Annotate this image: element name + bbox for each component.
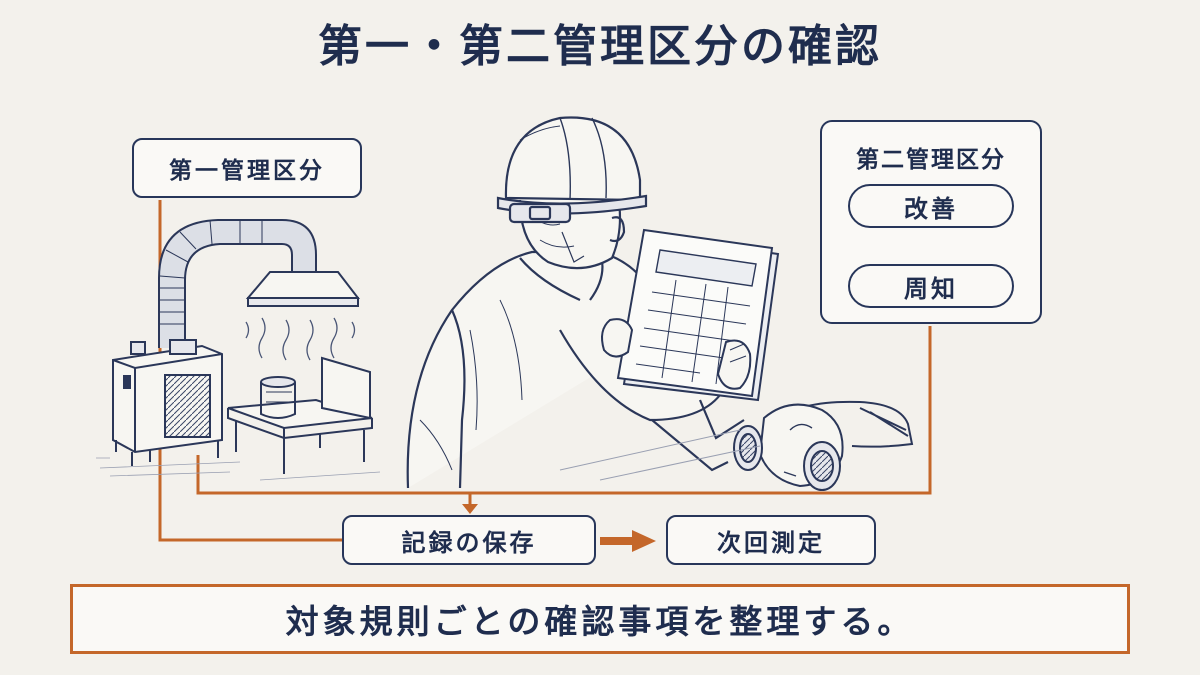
class1-label: 第一管理区分 (169, 158, 325, 184)
arrow-down-record-head (462, 504, 478, 514)
record-keeping-label: 記録の保存 (401, 528, 537, 557)
record-keeping-box: 記録の保存 (342, 515, 596, 565)
next-measurement-box: 次回測定 (666, 515, 876, 565)
step-notify: 周知 (848, 264, 1014, 308)
connector-class2-to-record (470, 326, 932, 495)
arrow-record-to-next (600, 530, 656, 552)
class1-box: 第一管理区分 (132, 138, 362, 198)
next-measurement-label: 次回測定 (717, 528, 825, 557)
summary-banner: 対象規則ごとの確認事項を整理する。 (70, 584, 1130, 654)
worker-helmet-icon (406, 116, 745, 489)
summary-banner-text: 対象規則ごとの確認事項を整理する。 (285, 602, 915, 641)
class2-label: 第二管理区分 (856, 147, 1006, 173)
step-improve: 改善 (848, 184, 1014, 228)
desk-edge (559, 429, 761, 481)
page-title: 第一・第二管理区分の確認 (318, 21, 882, 72)
local-exhaust-ventilation-icon (96, 219, 381, 481)
clipboard-sheet-icon (601, 228, 780, 402)
connector-equipment-to-record (196, 455, 472, 508)
respirator-mask-icon (733, 400, 914, 491)
